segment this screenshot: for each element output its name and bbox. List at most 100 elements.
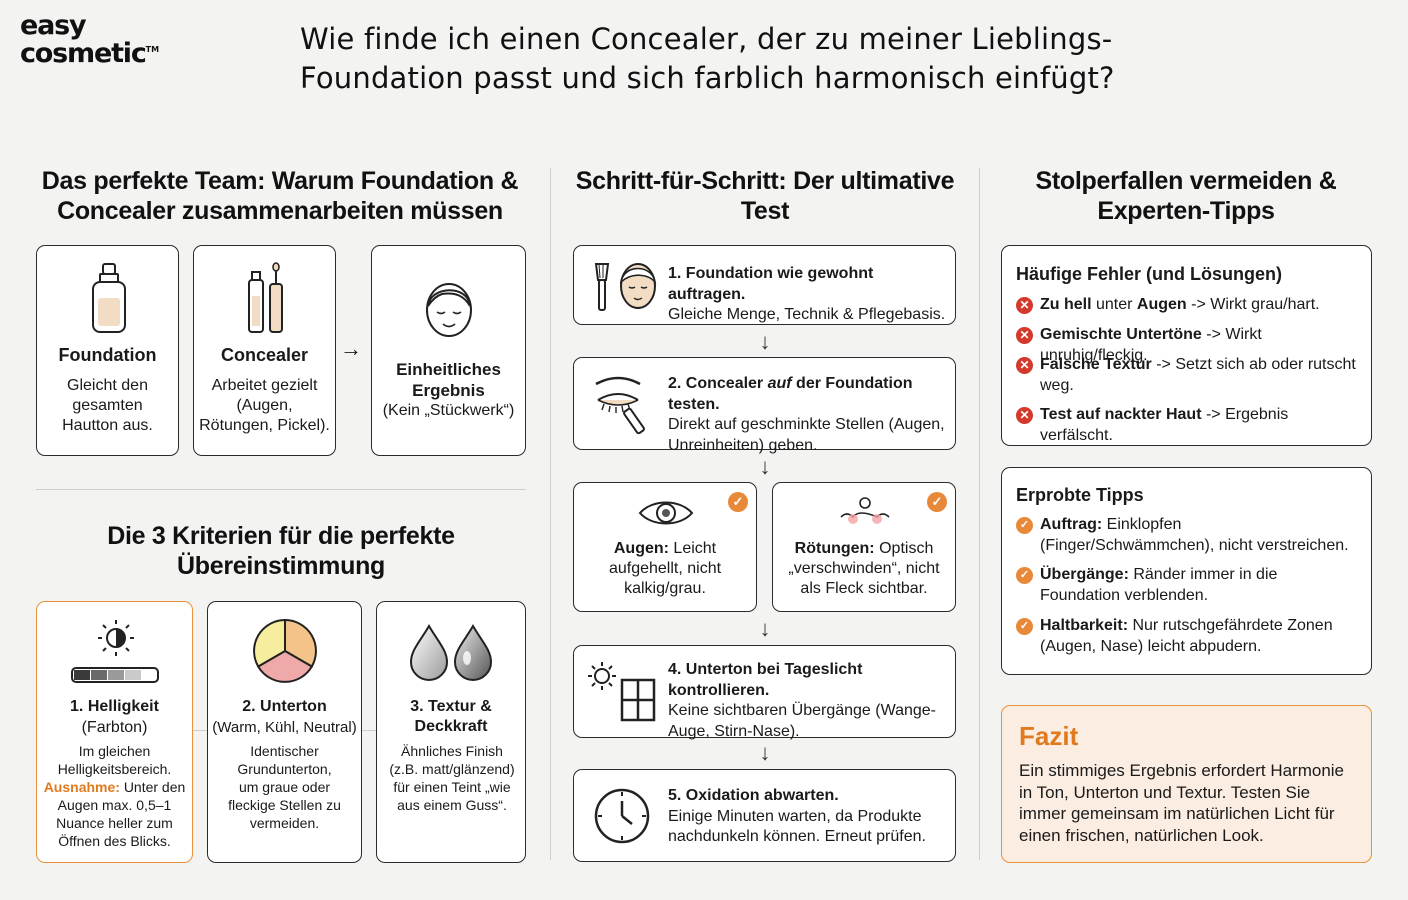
mistakes-title: Häufige Fehler (und Lösungen) (1016, 264, 1282, 284)
step-5-desc: Einige Minuten warten, da Produkte nachd… (668, 807, 926, 846)
step-2-text: 2. Concealer auf der Foundation testen.D… (668, 374, 953, 456)
step-2-title-a: 2. Concealer (668, 375, 768, 392)
tip-item: ✓Übergänge: Ränder immer in die Foundati… (1016, 565, 1356, 606)
step-5-card: 5. Oxidation abwarten. Einige Minuten war… (573, 769, 956, 862)
tip-text: Ränder immer in die Foundation verblende… (1040, 566, 1278, 604)
criterion-brightness-exception: Ausnahme: Unter den Augen max. 0,5–1 Nua… (43, 778, 186, 850)
face-icon (420, 278, 478, 347)
brush-face-icon (592, 260, 658, 317)
step-1-desc: Gleiche Menge, Technik & Pflegebasis. (668, 306, 946, 323)
eye-icon (638, 497, 694, 534)
tip-text: Nur rutschgefährdete Zonen (Augen, Nase)… (1040, 617, 1333, 655)
mistake-item: ✕Falsche Textur -> Setzt sich ab oder ru… (1016, 355, 1356, 396)
check-redness-text: Rötungen: Optisch „verschwinden“, nicht … (779, 539, 949, 599)
mistake-bold: Falsche Textur (1040, 356, 1152, 373)
step-2-title-b: der Foundation testen. (668, 375, 913, 413)
eye-concealer-icon (592, 374, 658, 441)
check-redness-label: Rötungen: (794, 540, 875, 557)
step-5-text: 5. Oxidation abwarten. Einige Minuten war… (668, 786, 953, 848)
mistake-item: ✕Zu hell unter Augen -> Wirkt grau/hart. (1016, 295, 1356, 316)
test-heading: Schritt-für-Schritt: Der ultimative Test (575, 167, 955, 225)
error-x-icon: ✕ (1016, 357, 1033, 374)
foundation-bottle-icon (87, 262, 131, 339)
tips-card: Erprobte Tipps ✓ Auftrag: Einklopfen (Fin… (1001, 467, 1372, 675)
concealer-title: Concealer (220, 345, 309, 365)
step-2-card: 2. Concealer auf der Foundation testen.D… (573, 357, 956, 454)
step-1-text: 1. Foundation wie gewohnt auftragen. Glei… (668, 264, 953, 326)
section-divider (36, 489, 526, 490)
mistake-bold: Zu hell (1040, 296, 1092, 313)
check-eyes-text: Augen: Leicht aufgehellt, nicht kalkig/g… (582, 539, 748, 599)
result-text: (Kein „Stückwerk“) (382, 402, 515, 419)
foundation-text: Gleicht den gesamten Hautton aus. (62, 377, 153, 434)
step-4-card: 4. Unterton bei Tageslicht kontrollieren… (573, 645, 956, 740)
flow-arrow-3: ↓ (759, 616, 771, 641)
criterion-undertone-title: 2. Unterton (242, 698, 327, 715)
team-arrow: → (340, 336, 362, 361)
mistake-text: -> Wirkt unruhig/fleckig. (1040, 326, 1262, 364)
criterion-brightness-card: 1. Helligkeit (Farbton) Im gleichen Hell… (36, 601, 193, 863)
tip-bold: Haltbarkeit: (1040, 617, 1129, 634)
tip-text: Einklopfen (Finger/Schwämmchen), nicht v… (1040, 516, 1349, 554)
mistake-item: ✕ Gemischte Untertöne -> Wirkt unruhig/fl… (1016, 325, 1356, 366)
logo-tm: TM (145, 45, 160, 54)
mistake-text-2: -> Wirkt grau/hart. (1186, 296, 1320, 313)
step-4-desc: Keine sichtbaren Übergänge (Wange-Auge, … (668, 702, 937, 740)
step-2-title-italic: auf (767, 375, 792, 392)
concealer-card: Concealer Arbeitet gezielt (Augen, Rötun… (193, 245, 336, 456)
tips-title: Erprobte Tipps (1016, 485, 1144, 505)
fazit-box: Fazit Ein stimmiges Ergebnis erfordert H… (1001, 705, 1372, 863)
criterion-texture-text: Ähnliches Finish (z.B. matt/glänzend) fü… (389, 743, 515, 813)
clock-icon (592, 786, 652, 851)
tip-item: ✓ Haltbarkeit: Nur rutschgefährdete Zonen… (1016, 616, 1356, 657)
mistake-item: ✕Test auf nackter Haut -> Ergebnis verfä… (1016, 405, 1356, 446)
check-icon: ✓ (1016, 517, 1033, 534)
error-x-icon: ✕ (1016, 407, 1033, 424)
mistakes-card: Häufige Fehler (und Lösungen) ✕Zu hell u… (1001, 245, 1372, 446)
mistake-bold-2: Augen (1136, 296, 1187, 313)
mistake-text: -> Ergebnis verfälscht. (1040, 406, 1289, 444)
exception-label: Ausnahme: (43, 779, 120, 795)
criterion-undertone-subtitle: (Warm, Kühl, Neutral) (212, 719, 357, 736)
flow-arrow-2: ↓ (759, 454, 771, 479)
check-eyes-card: ✓ Augen: Leicht aufgehellt, nicht kalkig… (573, 482, 757, 612)
tip-item: ✓ Auftrag: Einklopfen (Finger/Schwämmchen… (1016, 515, 1356, 556)
flow-arrow-4: ↓ (759, 740, 771, 765)
criterion-brightness-text: Im gleichen Helligkeitsbereich. (57, 743, 172, 777)
concealer-tube-icon (244, 262, 288, 339)
step-1-title: 1. Foundation wie gewohnt auftragen. (668, 265, 874, 303)
step-2-desc: Direkt auf geschminkte Stellen (Augen, U… (668, 416, 945, 454)
tip-bold: Auftrag: (1040, 516, 1103, 533)
logo-line-2: cosmetic (20, 38, 147, 69)
step-4-text: 4. Unterton bei Tageslicht kontrollieren… (668, 660, 953, 742)
criterion-undertone-card: 2. Unterton (Warm, Kühl, Neutral) Identi… (207, 601, 362, 863)
check-eyes-desc: Leicht aufgehellt, nicht kalkig/grau. (608, 540, 722, 597)
check-icon: ✓ (728, 492, 748, 512)
redness-icon (839, 495, 891, 534)
check-redness-desc: Optisch „verschwinden“, nicht als Fleck … (788, 540, 940, 597)
check-eyes-label: Augen: (613, 540, 669, 557)
brightness-scale-icon (71, 618, 161, 689)
column-divider-right (979, 168, 980, 860)
criteria-connector-1 (193, 730, 207, 731)
step-5-title: 5. Oxidation abwarten. (668, 787, 839, 804)
error-x-icon: ✕ (1016, 327, 1033, 344)
result-card: Einheitliches Ergebnis (Kein „Stückwerk“… (371, 245, 526, 456)
team-heading: Das perfekte Team: Warum Foundation & Co… (41, 167, 519, 225)
step-1-card: 1. Foundation wie gewohnt auftragen. Glei… (573, 245, 956, 325)
brand-logo: easy cosmeticTM (20, 12, 160, 69)
logo-line-2-wrap: cosmeticTM (20, 38, 160, 69)
flow-arrow-1: ↓ (759, 329, 771, 354)
result-title: Einheitliches Ergebnis (396, 360, 501, 400)
check-icon: ✓ (1016, 618, 1033, 635)
column-divider-left (550, 168, 551, 860)
criterion-undertone-text: Identischer Grundunterton, um graue oder… (228, 743, 341, 831)
mistake-bold: Gemischte Untertöne (1040, 326, 1202, 343)
foundation-card: Foundation Gleicht den gesamten Hautton … (36, 245, 179, 456)
fazit-text: Ein stimmiges Ergebnis erfordert Harmoni… (1019, 761, 1345, 845)
error-x-icon: ✕ (1016, 297, 1033, 314)
step-4-title: 4. Unterton bei Tageslicht kontrollieren… (668, 661, 863, 699)
exception-text: Unter den Augen max. 0,5–1 Nuance heller… (56, 779, 186, 849)
texture-drops-icon (407, 622, 497, 687)
page-title: Wie finde ich einen Concealer, der zu me… (300, 22, 1115, 95)
